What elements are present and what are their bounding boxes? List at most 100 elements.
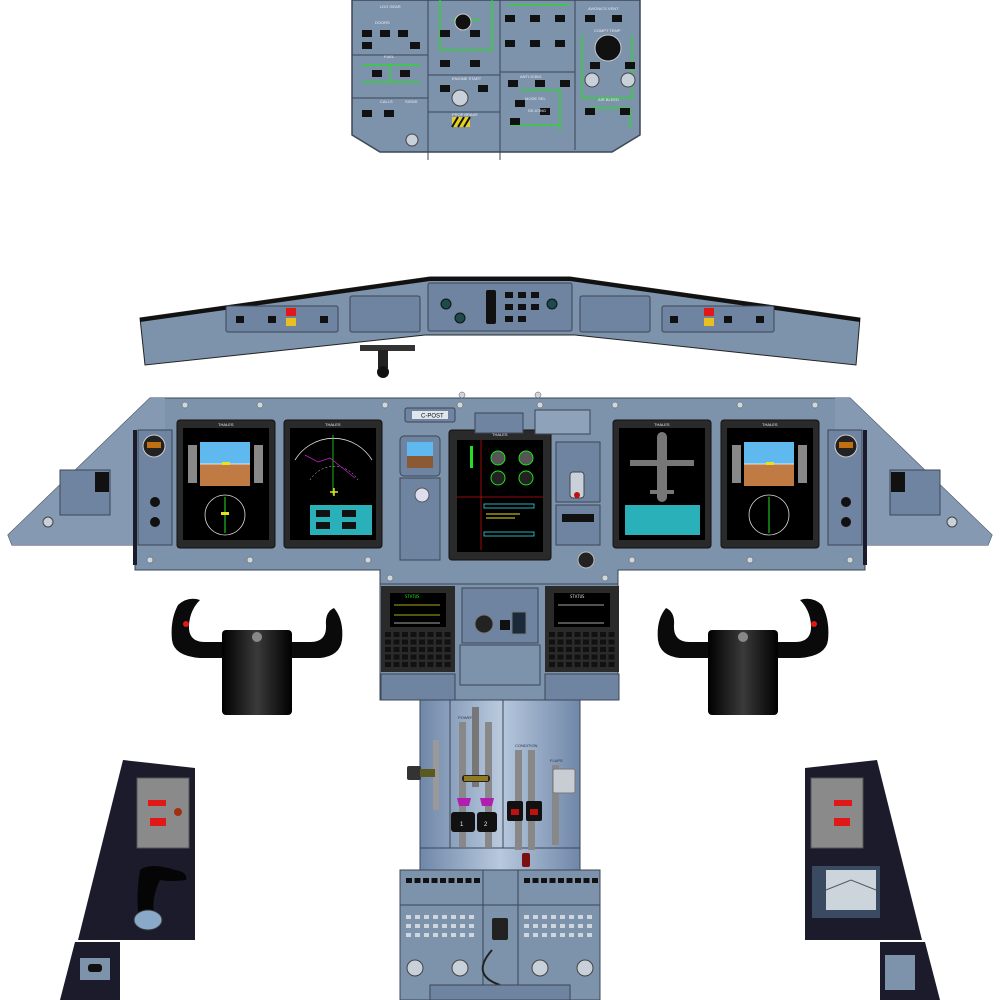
mcdu-key[interactable]: [402, 632, 408, 637]
baro-selector[interactable]: [95, 472, 109, 492]
mcdu-key[interactable]: [427, 632, 434, 637]
mcdu-key[interactable]: [444, 632, 451, 637]
radio-button[interactable]: [541, 878, 547, 883]
mcdu-key[interactable]: [444, 639, 451, 645]
master-warning-button-right[interactable]: [704, 308, 714, 316]
mcdu-key[interactable]: [557, 639, 564, 645]
mcdu-right-keypad[interactable]: [549, 632, 615, 667]
audio-toggle[interactable]: [406, 924, 411, 928]
audio-toggle[interactable]: [469, 915, 474, 919]
mcdu-key[interactable]: [444, 654, 451, 660]
audio-toggle[interactable]: [406, 933, 411, 937]
mcdu-key[interactable]: [436, 662, 442, 667]
overhead-pushbutton[interactable]: [508, 80, 518, 87]
parking-brake-handle[interactable]: [522, 853, 530, 867]
mcdu-key[interactable]: [402, 662, 408, 667]
selector-knob[interactable]: [414, 487, 430, 503]
overhead-pushbutton[interactable]: [535, 80, 545, 87]
overhead-pushbutton[interactable]: [515, 100, 525, 107]
overhead-pushbutton[interactable]: [400, 70, 410, 77]
mcdu-key[interactable]: [402, 639, 408, 645]
overhead-pushbutton[interactable]: [470, 30, 480, 37]
audio-toggle[interactable]: [587, 924, 592, 928]
mcdu-key[interactable]: [385, 647, 391, 652]
audio-toggle[interactable]: [542, 933, 547, 937]
power-lever-1[interactable]: 1: [451, 812, 475, 832]
mcdu-key[interactable]: [591, 647, 598, 652]
overhead-pushbutton[interactable]: [590, 62, 600, 69]
ap-engage-lever[interactable]: [486, 290, 496, 324]
overhead-pushbutton[interactable]: [440, 85, 450, 92]
mcdu-key[interactable]: [591, 639, 598, 645]
mcdu-key[interactable]: [393, 662, 400, 667]
mcdu-key[interactable]: [402, 654, 408, 660]
mcdu-key[interactable]: [574, 632, 581, 637]
audio-toggle[interactable]: [415, 915, 420, 919]
audio-toggle[interactable]: [424, 924, 429, 928]
audio-toggle[interactable]: [469, 933, 474, 937]
mcdu-key[interactable]: [436, 632, 442, 637]
radio-button[interactable]: [440, 878, 446, 883]
mcdu-key[interactable]: [444, 662, 451, 667]
mcdu-key[interactable]: [608, 647, 615, 652]
mcdu-key[interactable]: [600, 639, 606, 645]
audio-toggle[interactable]: [560, 915, 565, 919]
radio-control-buttons[interactable]: [406, 878, 598, 937]
mcdu-key[interactable]: [549, 654, 555, 660]
overhead-pushbutton[interactable]: [555, 15, 565, 22]
overhead-pushbutton[interactable]: [505, 40, 515, 47]
audio-toggle[interactable]: [433, 915, 438, 919]
audio-toggle[interactable]: [578, 915, 583, 919]
audio-toggle[interactable]: [569, 915, 574, 919]
overhead-pushbutton[interactable]: [505, 15, 515, 22]
audio-toggle[interactable]: [433, 924, 438, 928]
mcdu-key[interactable]: [608, 639, 615, 645]
audio-toggle[interactable]: [587, 915, 592, 919]
audio-toggle[interactable]: [451, 924, 456, 928]
mcdu-key[interactable]: [393, 639, 400, 645]
altitude-knob[interactable]: [546, 298, 558, 310]
mcdu-key[interactable]: [419, 662, 425, 667]
radio-button[interactable]: [448, 878, 455, 883]
overhead-pushbutton[interactable]: [384, 110, 394, 117]
mcdu-key[interactable]: [393, 647, 400, 652]
audio-toggle[interactable]: [560, 924, 565, 928]
mcdu-key[interactable]: [410, 639, 417, 645]
audio-toggle[interactable]: [433, 933, 438, 937]
power-lever-2[interactable]: 2: [477, 812, 497, 832]
switch-knob[interactable]: [841, 517, 851, 527]
flaps-lever[interactable]: [552, 768, 576, 794]
mcdu-key[interactable]: [549, 632, 555, 637]
mcdu-key[interactable]: [427, 639, 434, 645]
radio-button[interactable]: [549, 878, 556, 883]
mcdu-key[interactable]: [427, 647, 434, 652]
mcdu-key[interactable]: [583, 632, 589, 637]
reverse-triggers[interactable]: [457, 798, 494, 806]
mcdu-key[interactable]: [419, 654, 425, 660]
mcdu-key[interactable]: [393, 654, 400, 660]
audio-toggle[interactable]: [569, 924, 574, 928]
mcdu-key[interactable]: [427, 662, 434, 667]
mcdu-key[interactable]: [410, 632, 417, 637]
mcdu-key[interactable]: [557, 662, 564, 667]
radio-button[interactable]: [583, 878, 590, 883]
radio-knob[interactable]: [451, 959, 469, 977]
mcdu-key[interactable]: [566, 632, 572, 637]
mcdu-key[interactable]: [591, 632, 598, 637]
mcdu-key[interactable]: [600, 632, 606, 637]
mcdu-key[interactable]: [583, 662, 589, 667]
audio-toggle[interactable]: [533, 915, 538, 919]
overhead-pushbutton[interactable]: [510, 118, 520, 125]
audio-toggle[interactable]: [578, 924, 583, 928]
radio-button[interactable]: [414, 878, 421, 883]
overhead-pushbutton[interactable]: [620, 108, 630, 115]
audio-toggle[interactable]: [524, 915, 529, 919]
mcdu-key[interactable]: [410, 647, 417, 652]
audio-toggle[interactable]: [569, 933, 574, 937]
mcdu-key[interactable]: [549, 662, 555, 667]
mcdu-key[interactable]: [600, 662, 606, 667]
switch-knob[interactable]: [841, 497, 851, 507]
audio-toggle[interactable]: [442, 915, 447, 919]
mcdu-key[interactable]: [419, 639, 425, 645]
mcdu-key[interactable]: [385, 662, 391, 667]
